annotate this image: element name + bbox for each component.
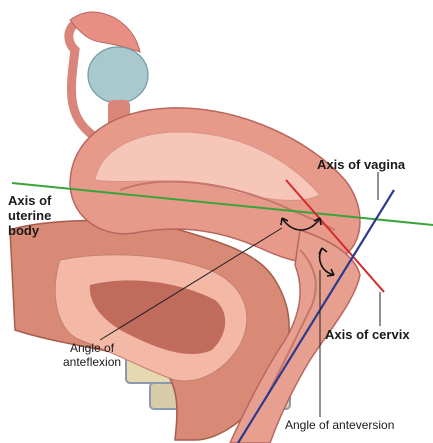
ovary (88, 47, 148, 103)
axis-of-uterine-body-label: Axis of uterine body (8, 194, 51, 239)
angle-of-anteversion-label: Angle of anteversion (285, 419, 394, 433)
axis-of-vagina-label: Axis of vagina (317, 158, 405, 173)
axis-of-cervix-label: Axis of cervix (325, 328, 410, 343)
angle-of-anteflexion-label: Angle of anteflexion (63, 342, 121, 370)
